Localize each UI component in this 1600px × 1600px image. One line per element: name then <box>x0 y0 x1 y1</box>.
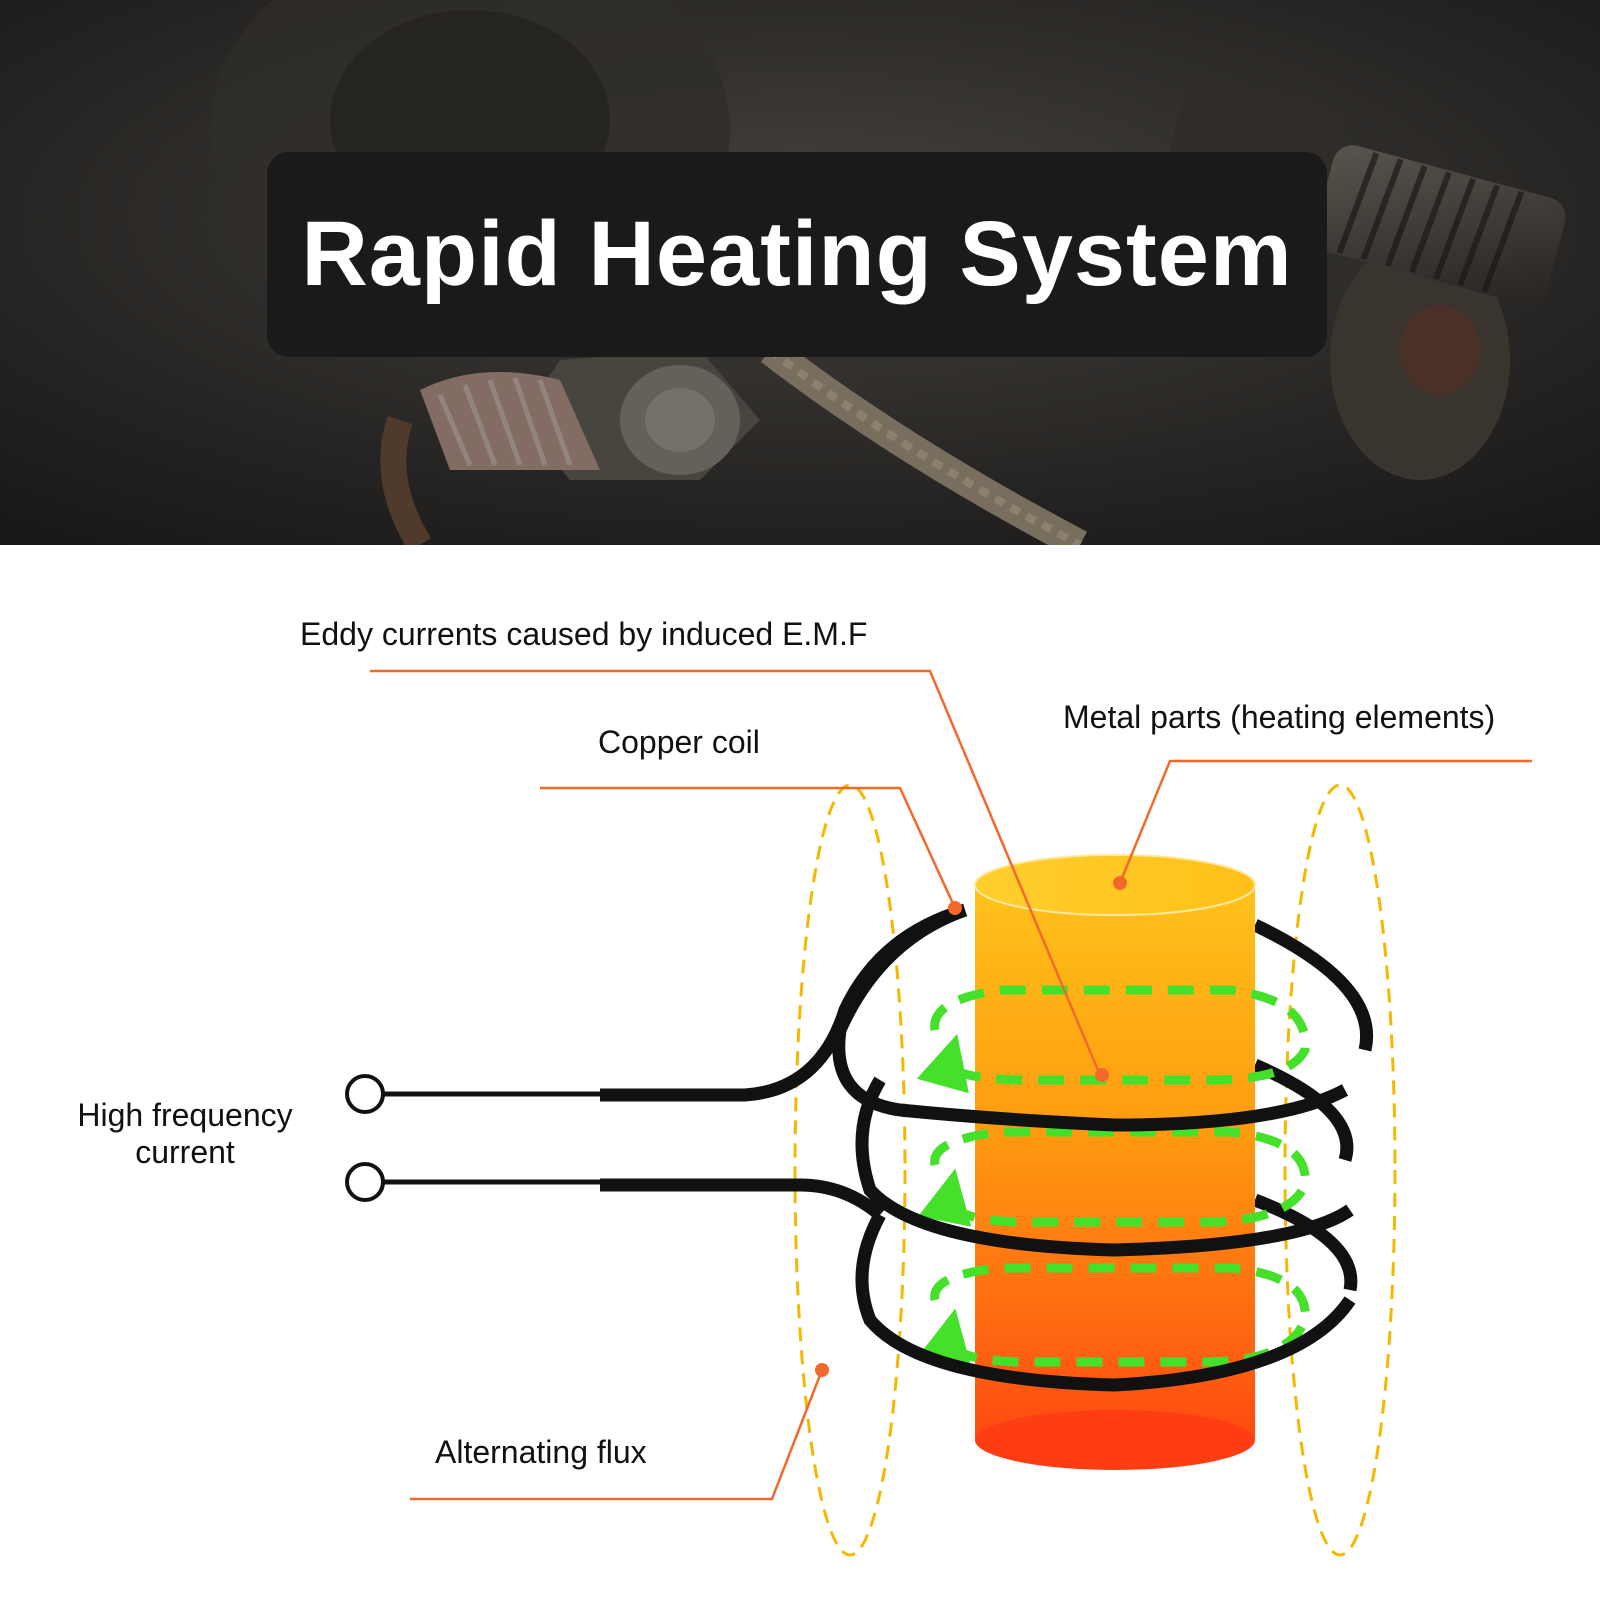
terminal-bottom <box>345 1162 385 1202</box>
induction-diagram <box>345 669 1532 1557</box>
coil-lead-top <box>600 903 967 1102</box>
coil-turn-3 <box>855 1211 1356 1392</box>
label-current-line1: High frequency <box>77 1097 293 1133</box>
leader-metal <box>1118 759 1532 884</box>
leader-dots <box>815 876 1127 1377</box>
coil-lead-bottom <box>600 1178 885 1221</box>
label-high-frequency-current: High frequency current <box>60 1097 310 1171</box>
eddy-currents <box>916 985 1310 1367</box>
coil-turn-2 <box>855 1076 1354 1257</box>
flux-loop-right <box>1283 783 1397 1557</box>
leader-lines <box>370 669 1532 1501</box>
label-eddy-currents: Eddy currents caused by induced E.M.F <box>300 616 868 652</box>
label-current-line2: current <box>135 1134 235 1170</box>
coil-sleeve <box>380 372 600 545</box>
label-alternating-flux: Alternating flux <box>435 1434 647 1470</box>
metal-cylinder <box>974 854 1256 1470</box>
label-copper-coil: Copper coil <box>598 724 760 760</box>
terminal-wires <box>345 1074 600 1202</box>
leader-coil <box>540 786 957 909</box>
terminal-top <box>345 1074 385 1114</box>
flux-loop-left <box>793 783 907 1557</box>
copper-coil <box>600 903 1356 1392</box>
leader-dot-flux <box>815 1363 829 1377</box>
leader-dot-metal <box>1113 876 1127 890</box>
leader-eddy <box>370 669 1102 1076</box>
hero-banner: Rapid Heating System <box>0 0 1600 545</box>
coil-back <box>1252 919 1373 1292</box>
label-metal-parts: Metal parts (heating elements) <box>1063 699 1496 735</box>
leader-flux <box>410 1369 824 1501</box>
leader-dot-coil <box>948 901 962 915</box>
page-title: Rapid Heating System <box>301 203 1293 305</box>
leader-dot-eddy <box>1095 1068 1109 1082</box>
flux-loops <box>793 783 1397 1557</box>
title-banner: Rapid Heating System <box>267 152 1327 357</box>
